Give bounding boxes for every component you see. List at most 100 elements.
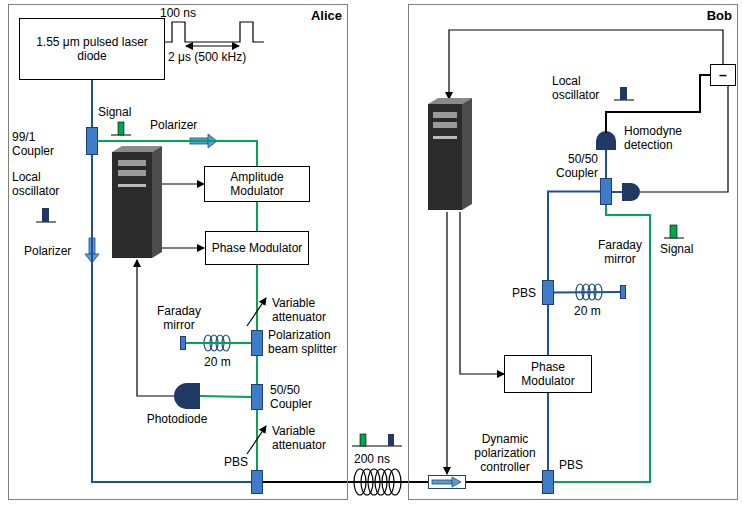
annotation-label: 100 ns bbox=[160, 6, 196, 20]
polarization-controller: Dynamic polarization controller bbox=[428, 475, 466, 489]
signal-pulse bbox=[360, 434, 366, 446]
fiber-link bbox=[256, 265, 258, 300]
component-label: Homodyne detection bbox=[624, 124, 690, 152]
pulse-train bbox=[160, 22, 264, 46]
component-label: Variable attenuator bbox=[272, 296, 334, 324]
annotation-label: 20 m bbox=[204, 355, 231, 369]
component-label: PBS bbox=[559, 458, 587, 472]
photodiode-symbol bbox=[174, 383, 200, 409]
beam-splitter: Polarization beam splitter bbox=[251, 330, 263, 356]
control-arrow bbox=[446, 212, 447, 474]
component-label: Faraday mirror bbox=[594, 238, 646, 266]
annotation-label: 2 μs (500 kHz) bbox=[168, 50, 246, 64]
annotation-label: Local oscillator bbox=[12, 170, 72, 198]
computer-light bbox=[433, 136, 457, 139]
fiber-link bbox=[466, 481, 542, 483]
lo-pulse bbox=[620, 87, 627, 100]
bob-computer bbox=[428, 98, 472, 210]
fiber-segment bbox=[612, 191, 622, 193]
fiber-link bbox=[554, 291, 620, 294]
control-arrow bbox=[162, 247, 204, 248]
fiber-link bbox=[200, 396, 251, 397]
detector-symbol bbox=[622, 183, 640, 201]
lo-pulse bbox=[388, 434, 394, 446]
coupler: 50/50 Coupler bbox=[251, 384, 263, 410]
photodiode: Photodiode bbox=[174, 383, 200, 409]
coupler: 99/1 Coupler bbox=[86, 127, 98, 155]
drive-bay bbox=[118, 170, 146, 176]
signal-pulse-icon bbox=[111, 122, 131, 135]
controller-arrow bbox=[432, 477, 461, 487]
attenuator-arrow bbox=[247, 426, 266, 454]
fiber-link bbox=[256, 322, 258, 330]
signal-pulse bbox=[118, 122, 124, 135]
computer-front bbox=[428, 104, 462, 210]
lo-pulse-icon bbox=[36, 208, 56, 222]
period-arrow bbox=[186, 45, 239, 46]
fiber-link bbox=[91, 80, 93, 127]
component-label: PBS bbox=[512, 286, 540, 300]
detector-symbol bbox=[596, 131, 616, 150]
drive-bay bbox=[433, 112, 457, 118]
fiber-link bbox=[547, 305, 549, 355]
coupler: 50/50 Coupler bbox=[600, 178, 612, 205]
component-label: PBS bbox=[224, 455, 252, 469]
panel-title: Bob bbox=[707, 8, 732, 23]
control-arrow bbox=[162, 183, 204, 184]
control-wires bbox=[137, 30, 723, 474]
pulse-waveform bbox=[160, 22, 264, 42]
fiber-link bbox=[98, 141, 257, 166]
box-label: Phase Modulator bbox=[212, 241, 303, 255]
fiber-link bbox=[554, 205, 650, 482]
fiber-link bbox=[186, 342, 251, 344]
pulse-baseline bbox=[352, 446, 402, 447]
component-label: 50/50 Coupler bbox=[548, 152, 598, 180]
lo-pulse bbox=[42, 208, 49, 222]
attenuator: Variable attenuator bbox=[250, 300, 264, 322]
component-label: Polarization beam splitter bbox=[268, 328, 346, 356]
box-label: Amplitude Modulator bbox=[209, 170, 305, 198]
component-label: Faraday mirror bbox=[148, 304, 210, 332]
fiber-link bbox=[256, 202, 258, 231]
beam-splitter: PBS bbox=[251, 470, 263, 494]
controller-arrow-body bbox=[432, 480, 452, 484]
homodyne-detector: Homodyne detection bbox=[596, 133, 616, 150]
subtractor-box: – bbox=[710, 64, 736, 86]
modulator-box: Phase Modulator bbox=[504, 355, 592, 393]
signal-pulse bbox=[670, 225, 677, 238]
fiber-link bbox=[547, 393, 549, 470]
annotation-label: Signal bbox=[98, 105, 131, 119]
modulator-box: Phase Modulator bbox=[205, 231, 309, 265]
component-label: Dynamic polarization controller bbox=[470, 432, 540, 474]
fiber-link bbox=[256, 410, 258, 428]
fiber-link bbox=[263, 481, 428, 483]
annotation-label: Polarizer bbox=[150, 118, 197, 132]
computer-side bbox=[462, 98, 472, 210]
fiber-link bbox=[256, 356, 258, 384]
box-label: 1.55 μm pulsed laser diode bbox=[24, 35, 160, 63]
computer-front bbox=[112, 152, 152, 258]
computer-light bbox=[118, 184, 146, 187]
faraday-mirror: Faraday mirror bbox=[620, 285, 626, 299]
pulse-pair-icon bbox=[352, 434, 402, 446]
annotation-label: 200 ns bbox=[354, 452, 390, 466]
drive-bay bbox=[118, 160, 146, 166]
attenuator-arrow bbox=[247, 298, 266, 326]
box-label: Phase Modulator bbox=[509, 360, 587, 388]
beam-splitter: PBS bbox=[542, 280, 554, 305]
controller-arrow-head bbox=[452, 477, 461, 487]
computer-side bbox=[152, 146, 162, 258]
fiber-link bbox=[605, 150, 607, 178]
faraday-mirror: Faraday mirror bbox=[180, 336, 186, 350]
annotation-label: Signal bbox=[660, 242, 693, 256]
component-label: 50/50 Coupler bbox=[270, 383, 330, 411]
fiber-link bbox=[256, 450, 258, 470]
control-arrow bbox=[460, 212, 504, 374]
component-label: Photodiode bbox=[142, 412, 212, 426]
alice-computer bbox=[112, 146, 162, 258]
annotation-label: Polarizer bbox=[24, 244, 71, 258]
attenuator-symbol bbox=[247, 298, 266, 454]
drive-bay bbox=[433, 122, 457, 128]
component-label: Variable attenuator bbox=[272, 424, 334, 452]
